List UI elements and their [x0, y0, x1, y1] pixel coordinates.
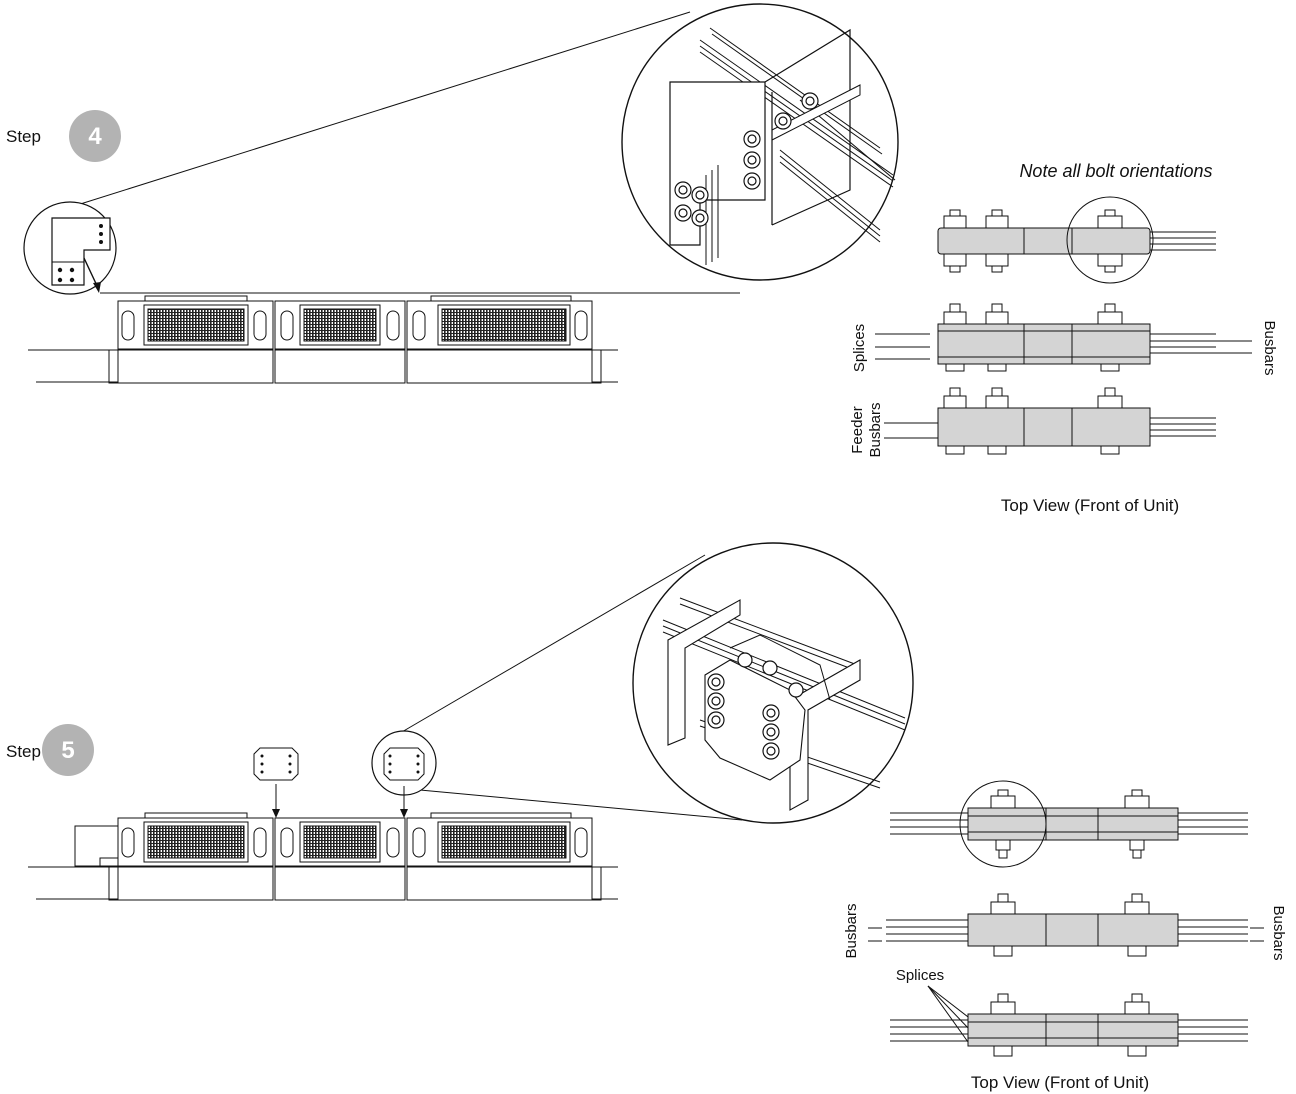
step-5-section: Step 5 [6, 542, 1287, 1092]
zoom-line-top-5 [394, 554, 706, 737]
label-feeder: Feeder [849, 406, 866, 454]
label-splices-5: Splices [896, 967, 944, 984]
top-view-f: Splices [890, 967, 1248, 1057]
detail-circle-large-5 [632, 542, 914, 824]
step-4-section: Step 4 [6, 3, 1278, 515]
detail-circle-small [23, 201, 117, 295]
zoom-line-bottom-5 [419, 789, 743, 821]
top-view-c: Feeder Busbars [849, 387, 1216, 458]
label-busbars-right-5: Busbars [1270, 905, 1287, 960]
step-5-number: 5 [61, 737, 74, 764]
unit-elevation-step5 [28, 812, 618, 901]
step-4-number: 4 [88, 123, 102, 150]
detail-circle-large [621, 3, 899, 281]
note-bolt-orientations: Note all bolt orientations [1019, 161, 1212, 181]
top-view-d [890, 780, 1248, 868]
label-feeder-busbars: Busbars [867, 402, 884, 457]
top-view-e: Busbars Busbars [843, 893, 1287, 961]
splice-plate-icon-right [371, 730, 437, 818]
caption-top-view-step5: Top View (Front of Unit) [971, 1073, 1149, 1092]
top-view-a [937, 196, 1216, 284]
step-5-badge [42, 724, 94, 776]
step-5-label: Step [6, 742, 41, 761]
splice-plate-icon-left [253, 747, 299, 818]
unit-elevation-step4 [28, 295, 618, 384]
zoom-line-top [73, 11, 691, 207]
label-busbars-left: Busbars [843, 903, 860, 958]
top-view-b: Splices Busbars [851, 303, 1278, 376]
step-4-label: Step [6, 127, 41, 146]
label-busbars-right: Busbars [1261, 320, 1278, 375]
label-splices: Splices [851, 324, 868, 372]
caption-top-view-step4: Top View (Front of Unit) [1001, 496, 1179, 515]
step-4-badge [69, 110, 121, 162]
